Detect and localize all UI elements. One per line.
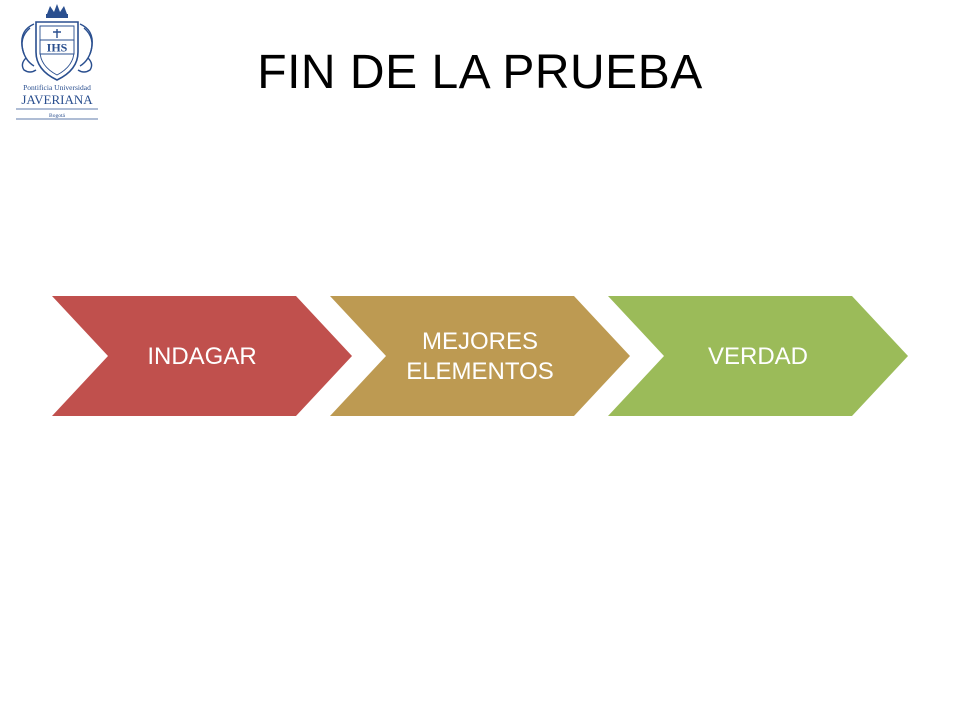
process-step-2-label: MEJORES <box>422 328 538 355</box>
process-step-2-label: ELEMENTOS <box>406 358 554 385</box>
logo-monogram: IHS <box>47 41 68 55</box>
logo-line1: Pontificia Universidad <box>23 83 91 92</box>
process-step-1-shape <box>52 296 352 416</box>
process-step-3-label: VERDAD <box>708 343 808 370</box>
process-step-3-shape <box>608 296 908 416</box>
slide-title: FIN DE LA PRUEBA <box>257 45 703 99</box>
university-logo: IHS Pontificia Universidad JAVERIANA Bog… <box>16 4 98 120</box>
logo-line3: Bogotá <box>49 113 65 119</box>
process-step-2-shape <box>330 296 630 416</box>
process-step-1-label: INDAGAR <box>147 343 256 370</box>
logo-line2: JAVERIANA <box>21 92 93 107</box>
